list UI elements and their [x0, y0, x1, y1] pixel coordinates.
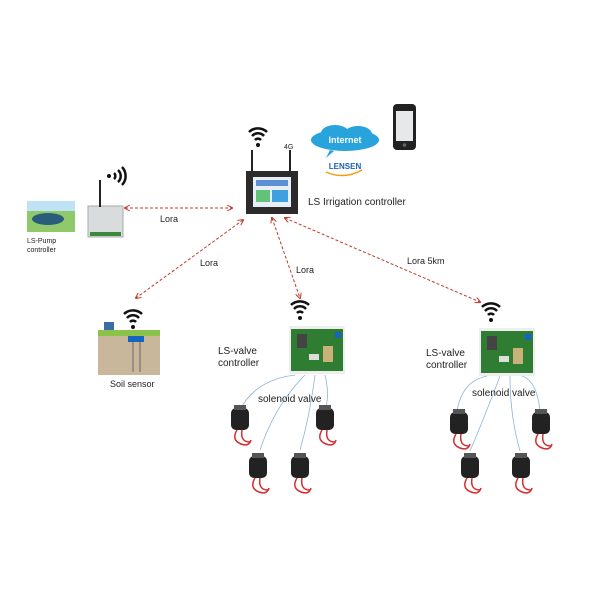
link-soil: [136, 220, 243, 298]
solenoid-valve-icon: [511, 452, 533, 494]
internet-label: Internet: [328, 135, 361, 145]
pump-controller: [27, 180, 124, 238]
pump-label: controller: [27, 247, 56, 254]
solenoid-valve-icon: [460, 452, 482, 494]
valve-controller-label: controller: [426, 360, 468, 371]
soil-sensor-label: Soil sensor: [110, 379, 155, 389]
solenoid-valve-icon: [290, 452, 312, 494]
link-label: Lora 5km: [407, 256, 445, 266]
logo-swoosh: [325, 169, 363, 177]
valve-controller-board: [479, 328, 535, 376]
wifi-icon: [247, 127, 269, 149]
lensen-logo: LENSEN: [329, 162, 362, 171]
pump-label: LS-Pump: [27, 238, 56, 245]
link-label: Lora: [200, 258, 218, 268]
solenoid-valve-icon: [230, 404, 252, 446]
link-valve-1: [272, 218, 300, 298]
cloud-icon: [311, 125, 379, 158]
wifi-icon: [122, 309, 144, 331]
irrigation-controller-label: LS Irrigation controller: [308, 197, 406, 208]
phone-icon: [393, 104, 416, 150]
valve-controller-label: LS-valve: [218, 346, 257, 357]
solenoid-label: solenoid valve: [258, 394, 322, 405]
valve-controller-board: [289, 326, 345, 374]
solenoid-valve-icon: [449, 408, 471, 450]
solenoid-label: solenoid valve: [472, 388, 536, 399]
network-label: 4G: [284, 144, 293, 151]
wifi-icon: [105, 165, 127, 187]
valve-controller-label: LS-valve: [426, 348, 465, 359]
link-valve-2: [285, 218, 480, 302]
wifi-icon: [480, 302, 502, 324]
wifi-icon: [289, 300, 311, 322]
valve-controller-label: controller: [218, 358, 260, 369]
link-label: Lora: [160, 214, 178, 224]
solenoid-valve-icon: [531, 408, 553, 450]
soil-sensor: [98, 322, 160, 375]
solenoid-valve-icon: [248, 452, 270, 494]
irrigation-controller: [246, 150, 298, 214]
solenoid-valve-icon: [315, 404, 337, 446]
link-label: Lora: [296, 265, 314, 275]
